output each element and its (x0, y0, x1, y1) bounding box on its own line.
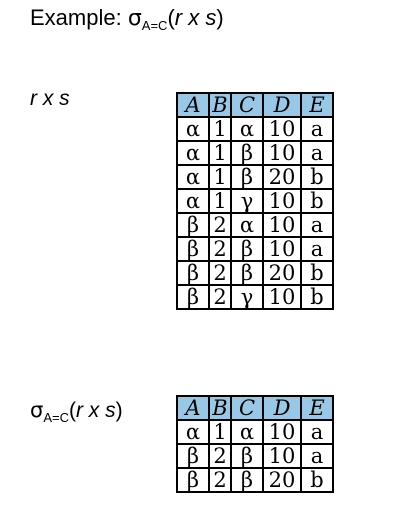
selection-condition: A=C (43, 410, 69, 425)
table-row: α 1 α 10 a (176, 116, 334, 142)
table-cell: 10 (262, 140, 302, 166)
column-header: A (176, 395, 210, 421)
table-cell: b (300, 284, 334, 310)
table-cell: a (300, 116, 334, 142)
table-cell: α (176, 419, 210, 445)
open-paren: ( (167, 5, 175, 30)
table-cell: b (300, 467, 334, 493)
table-cell: β (230, 467, 264, 493)
sigma-symbol: σ (127, 6, 142, 31)
table-cell: 10 (262, 236, 302, 262)
table-cell: β (230, 236, 264, 262)
column-header: E (300, 395, 334, 421)
table-row: β 2 γ 10 b (176, 284, 334, 310)
table-cell: β (176, 443, 210, 469)
table-cell: 1 (208, 164, 232, 190)
table-cell: α (230, 212, 264, 238)
column-header: E (300, 92, 334, 118)
column-header: B (208, 395, 232, 421)
table-cell: b (300, 164, 334, 190)
table-cell: β (176, 467, 210, 493)
table-cell: 1 (208, 140, 232, 166)
table-cell: 2 (208, 443, 232, 469)
table-cell: b (300, 260, 334, 286)
example-prefix: Example: (30, 5, 128, 30)
table-cell: 1 (208, 188, 232, 214)
table-cell: 1 (208, 116, 232, 142)
table-cell: 10 (262, 419, 302, 445)
table-row: α 1 γ 10 b (176, 188, 334, 214)
table-cell: 2 (208, 212, 232, 238)
table-row: β 2 β 10 a (176, 236, 334, 262)
table-cell: γ (230, 284, 264, 310)
table-cell: 10 (262, 212, 302, 238)
table-cell: β (230, 443, 264, 469)
table-row: β 2 α 10 a (176, 212, 334, 238)
example-title: Example: σA=C(r x s) (30, 5, 224, 33)
table-row: α 1 α 10 a (176, 419, 334, 445)
column-header: C (230, 395, 264, 421)
table-cell: β (230, 164, 264, 190)
table-cell: a (300, 236, 334, 262)
close-paren: ) (115, 399, 123, 422)
table-cell: α (176, 116, 210, 142)
open-paren: ( (68, 399, 76, 422)
table-cell: β (176, 236, 210, 262)
cartesian-expression: r x s (75, 399, 116, 422)
table-cell: 10 (262, 443, 302, 469)
table-cell: 2 (208, 236, 232, 262)
selection-table: A B C D E α 1 α 10 a β 2 β 10 a β 2 β 20… (176, 395, 334, 493)
sigma-symbol: σ (30, 398, 44, 422)
table-cell: α (230, 419, 264, 445)
column-header: B (208, 92, 232, 118)
table-cell: a (300, 419, 334, 445)
product-label: r x s (30, 87, 70, 110)
selection-condition: A=C (141, 18, 168, 33)
column-header: D (262, 92, 302, 118)
table-cell: γ (230, 188, 264, 214)
header-row: A B C D E (176, 92, 334, 118)
table-cell: 20 (262, 164, 302, 190)
cartesian-expression: r x s (174, 5, 217, 30)
table-cell: α (176, 140, 210, 166)
table-cell: β (230, 140, 264, 166)
product-table: A B C D E α 1 α 10 a α 1 β 10 a α 1 β 20… (176, 92, 334, 310)
table-cell: β (176, 212, 210, 238)
table-cell: 2 (208, 467, 232, 493)
table-cell: 1 (208, 419, 232, 445)
table-cell: 10 (262, 116, 302, 142)
table-cell: β (230, 260, 264, 286)
table-cell: α (176, 188, 210, 214)
column-header: A (176, 92, 210, 118)
table-cell: a (300, 140, 334, 166)
table-cell: 20 (262, 260, 302, 286)
column-header: D (262, 395, 302, 421)
table-row: α 1 β 20 b (176, 164, 334, 190)
table-cell: 10 (262, 284, 302, 310)
close-paren: ) (216, 5, 224, 30)
table-cell: 10 (262, 188, 302, 214)
table-row: α 1 β 10 a (176, 140, 334, 166)
table-row: β 2 β 10 a (176, 443, 334, 469)
selection-label: σA=C(r x s) (30, 398, 123, 425)
table-cell: a (300, 443, 334, 469)
table-cell: β (176, 260, 210, 286)
table-row: β 2 β 20 b (176, 260, 334, 286)
header-row: A B C D E (176, 395, 334, 421)
column-header: C (230, 92, 264, 118)
table-cell: α (230, 116, 264, 142)
table-cell: 2 (208, 284, 232, 310)
table-cell: α (176, 164, 210, 190)
table-cell: 20 (262, 467, 302, 493)
table-cell: β (176, 284, 210, 310)
table-row: β 2 β 20 b (176, 467, 334, 493)
table-cell: 2 (208, 260, 232, 286)
table-cell: a (300, 212, 334, 238)
table-cell: b (300, 188, 334, 214)
